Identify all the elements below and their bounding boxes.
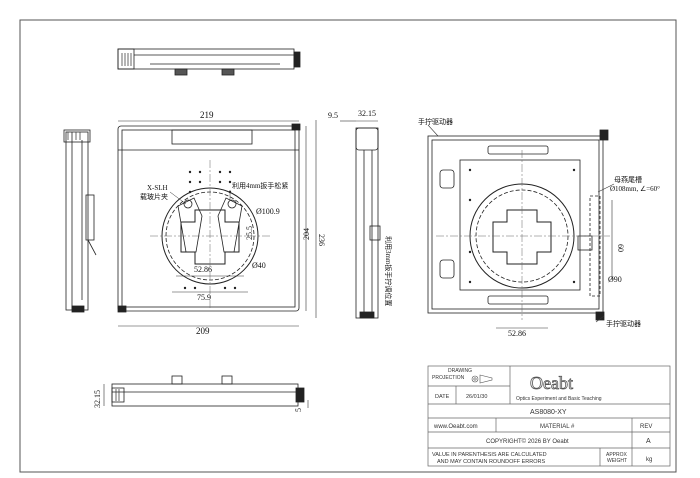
dim-5: 5 bbox=[294, 408, 303, 412]
projection-line-2: PROJECTION bbox=[432, 375, 465, 381]
dim-slot-width: 52.86 bbox=[194, 265, 212, 274]
note-line-2: AND MAY CONTAIN ROUNDOFF ERRORS bbox=[437, 459, 546, 465]
label-3mm-wrench: 利用3mm扳手拧调位置 bbox=[384, 236, 393, 306]
dovetail-line-2: Ø108mm, ∠=60° bbox=[610, 185, 660, 193]
projection-symbol bbox=[471, 374, 493, 384]
label-4mm-wrench: 利用4mm扳手松紧 bbox=[232, 181, 288, 190]
dim-60: 60 bbox=[616, 244, 625, 252]
front-leaders bbox=[169, 190, 231, 205]
approx-weight-label: APPROX WEIGHT bbox=[606, 452, 628, 464]
date-value: 26/01/30 bbox=[466, 394, 487, 400]
dim-32-15: 32.15 bbox=[358, 109, 376, 118]
dim-bottom-width: 75.9 bbox=[197, 293, 211, 302]
dim-bottom-32-15: 32.15 bbox=[93, 390, 102, 408]
bottom-dimensions bbox=[103, 384, 309, 408]
drawing-projection-label: DRAWING PROJECTION bbox=[432, 368, 473, 381]
right-top-view bbox=[427, 129, 610, 321]
bottom-view bbox=[111, 375, 305, 407]
dovetail-line-1: 母燕尾槽 bbox=[614, 175, 642, 184]
label-hand-drive-top: 手拧驱动器 bbox=[418, 117, 453, 126]
dim-height-236: 236 bbox=[317, 234, 326, 246]
company-logo: Oeabt bbox=[530, 373, 573, 393]
mounting-holes bbox=[183, 170, 237, 290]
projection-line-1: DRAWING bbox=[448, 368, 472, 374]
date-label: DATE bbox=[435, 394, 450, 400]
company-tagline: Optics Experiment and Basic Teaching bbox=[516, 396, 602, 402]
weight-line-2: WEIGHT bbox=[607, 458, 627, 464]
part-number: AS8080-XY bbox=[530, 409, 567, 416]
dim-slot-height: 25.5 bbox=[245, 226, 254, 240]
side-section-view bbox=[355, 127, 381, 319]
dim-90: Ø90 bbox=[608, 275, 622, 284]
rev-label: REV bbox=[640, 424, 652, 430]
label-slide-clamp: X-SLH 载玻片夹 bbox=[140, 184, 169, 201]
label-dovetail: 母燕尾槽 Ø108mm, ∠=60° bbox=[610, 175, 660, 193]
front-view-dimensions bbox=[118, 120, 317, 327]
note-line-1: VALUE IN PARENTHESIS ARE CALCULATED bbox=[432, 452, 547, 458]
rev-value: A bbox=[646, 438, 651, 445]
material-label: MATERIAL # bbox=[540, 424, 575, 430]
dim-top-219: 219 bbox=[200, 110, 214, 120]
dim-bottom-209: 209 bbox=[196, 326, 210, 336]
dim-height-204: 204 bbox=[302, 228, 311, 240]
weight-unit: kg bbox=[646, 457, 652, 463]
clamp-line-1: X-SLH bbox=[147, 184, 168, 192]
title-block bbox=[427, 365, 671, 467]
copyright: COPYRIGHT© 2026 BY Oeabt bbox=[486, 438, 569, 445]
right-view-dimensions bbox=[427, 124, 615, 329]
stage-holes bbox=[468, 168, 576, 284]
front-view bbox=[117, 123, 301, 313]
dim-9-5: 9.5 bbox=[328, 111, 338, 120]
clamp-line-2: 载玻片夹 bbox=[140, 192, 168, 201]
sheet-border bbox=[19, 19, 677, 473]
label-hand-drive-bottom: 手拧驱动器 bbox=[606, 319, 641, 328]
website: www.Oeabt.com bbox=[433, 424, 478, 430]
left-side-view bbox=[63, 129, 97, 313]
dim-right-slot-width: 52.86 bbox=[508, 329, 526, 338]
rounding-note: VALUE IN PARENTHESIS ARE CALCULATED AND … bbox=[432, 452, 548, 465]
dim-aperture: Ø100.9 bbox=[256, 207, 280, 216]
dim-inner-diameter: Ø40 bbox=[252, 261, 266, 270]
top-elevation-view bbox=[117, 48, 301, 76]
weight-line-1: APPROX bbox=[606, 452, 628, 458]
